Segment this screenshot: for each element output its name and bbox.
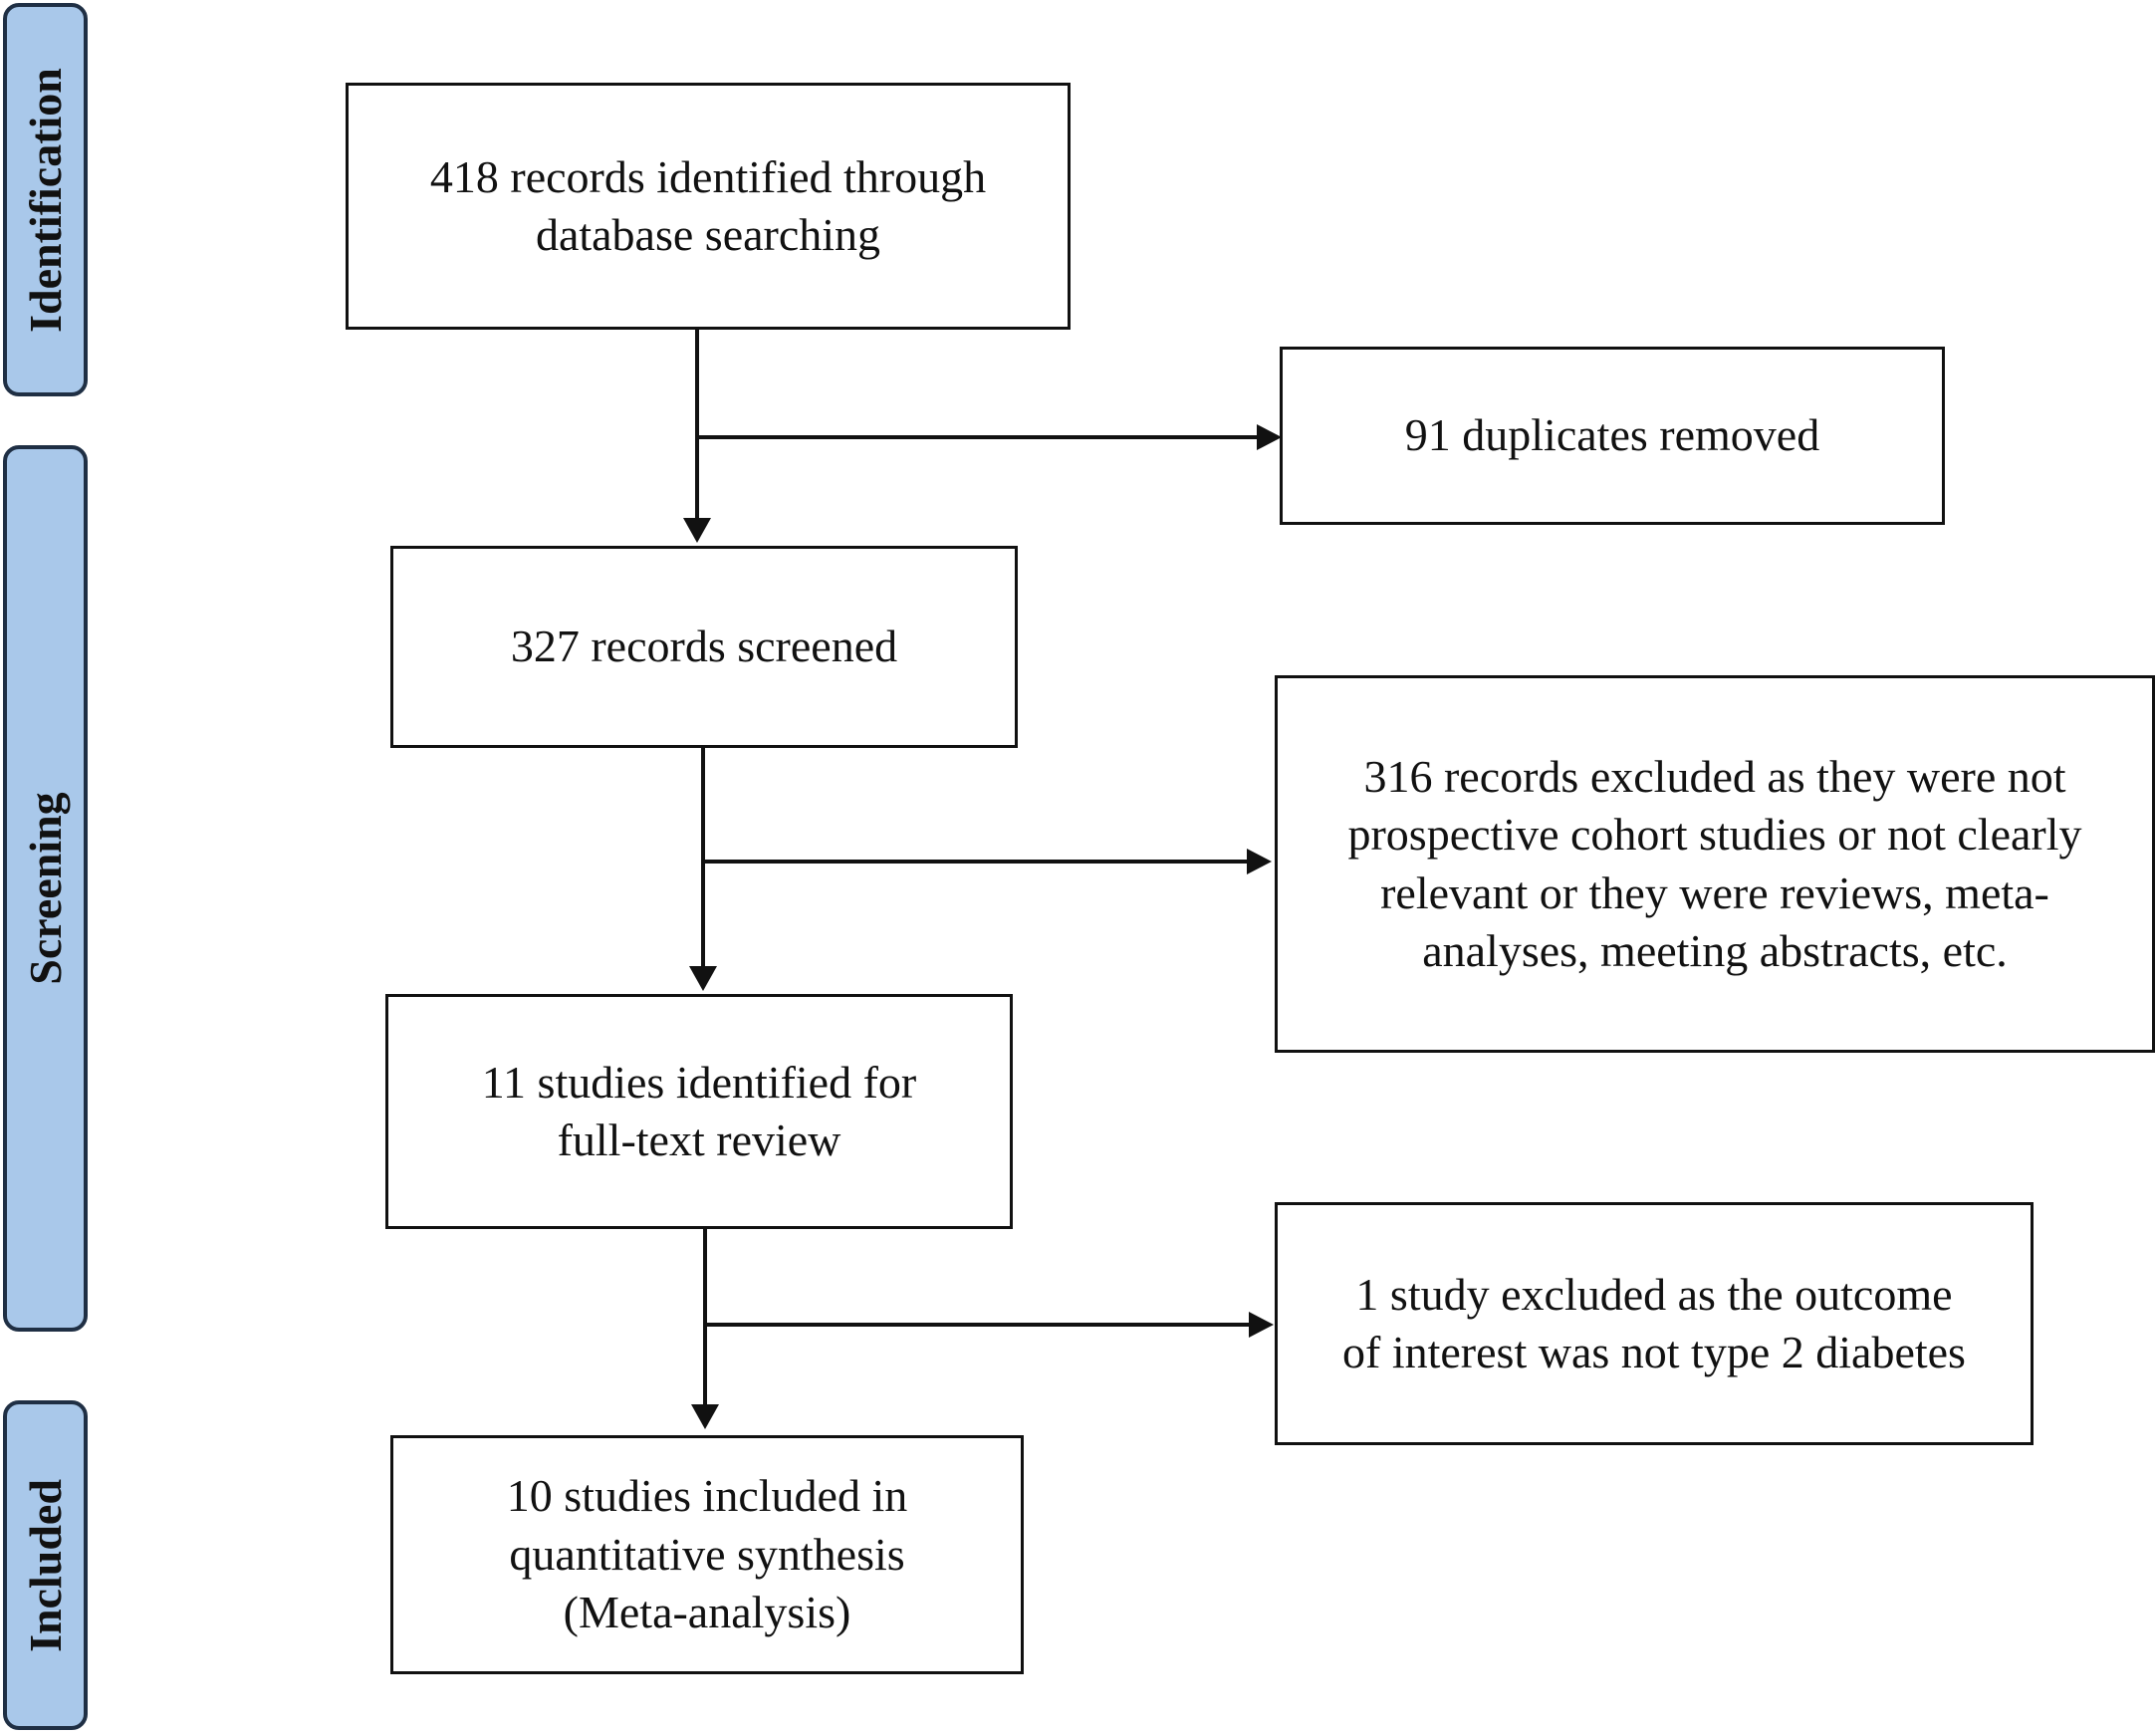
arrowhead-screened-to-fulltext bbox=[689, 966, 717, 991]
box-duplicates-removed: 91 duplicates removed bbox=[1280, 347, 1945, 525]
duplicates-removed-text: 91 duplicates removed bbox=[1404, 409, 1820, 461]
box-records-identified: 418 records identified through database … bbox=[346, 83, 1071, 330]
phase-included: Included bbox=[3, 1400, 88, 1730]
studies-included-text: 10 studies included in quantitative synt… bbox=[506, 1470, 908, 1638]
records-screened-text: 327 records screened bbox=[510, 620, 898, 672]
arrowhead-to-excluded-records bbox=[1247, 849, 1272, 874]
box-studies-included: 10 studies included in quantitative synt… bbox=[390, 1435, 1024, 1674]
arrowhead-fulltext-to-included bbox=[691, 1404, 719, 1429]
arrowhead-identified-to-screened bbox=[683, 518, 711, 543]
records-identified-text: 418 records identified through database … bbox=[429, 150, 987, 260]
box-full-text-review: 11 studies identified for full-text revi… bbox=[385, 994, 1013, 1229]
box-records-screened: 327 records screened bbox=[390, 546, 1018, 748]
box-study-excluded: 1 study excluded as the outcome of inter… bbox=[1275, 1202, 2034, 1445]
phase-identification: Identification bbox=[3, 3, 88, 396]
study-excluded-text: 1 study excluded as the outcome of inter… bbox=[1342, 1268, 1966, 1377]
phase-screening: Screening bbox=[3, 445, 88, 1332]
full-text-review-text: 11 studies identified for full-text revi… bbox=[481, 1056, 917, 1165]
arrowhead-to-excluded-study bbox=[1249, 1312, 1274, 1338]
box-records-excluded: 316 records excluded as they were not pr… bbox=[1275, 675, 2155, 1053]
arrowhead-to-duplicates bbox=[1257, 424, 1282, 450]
records-excluded-text: 316 records excluded as they were not pr… bbox=[1347, 750, 2082, 976]
